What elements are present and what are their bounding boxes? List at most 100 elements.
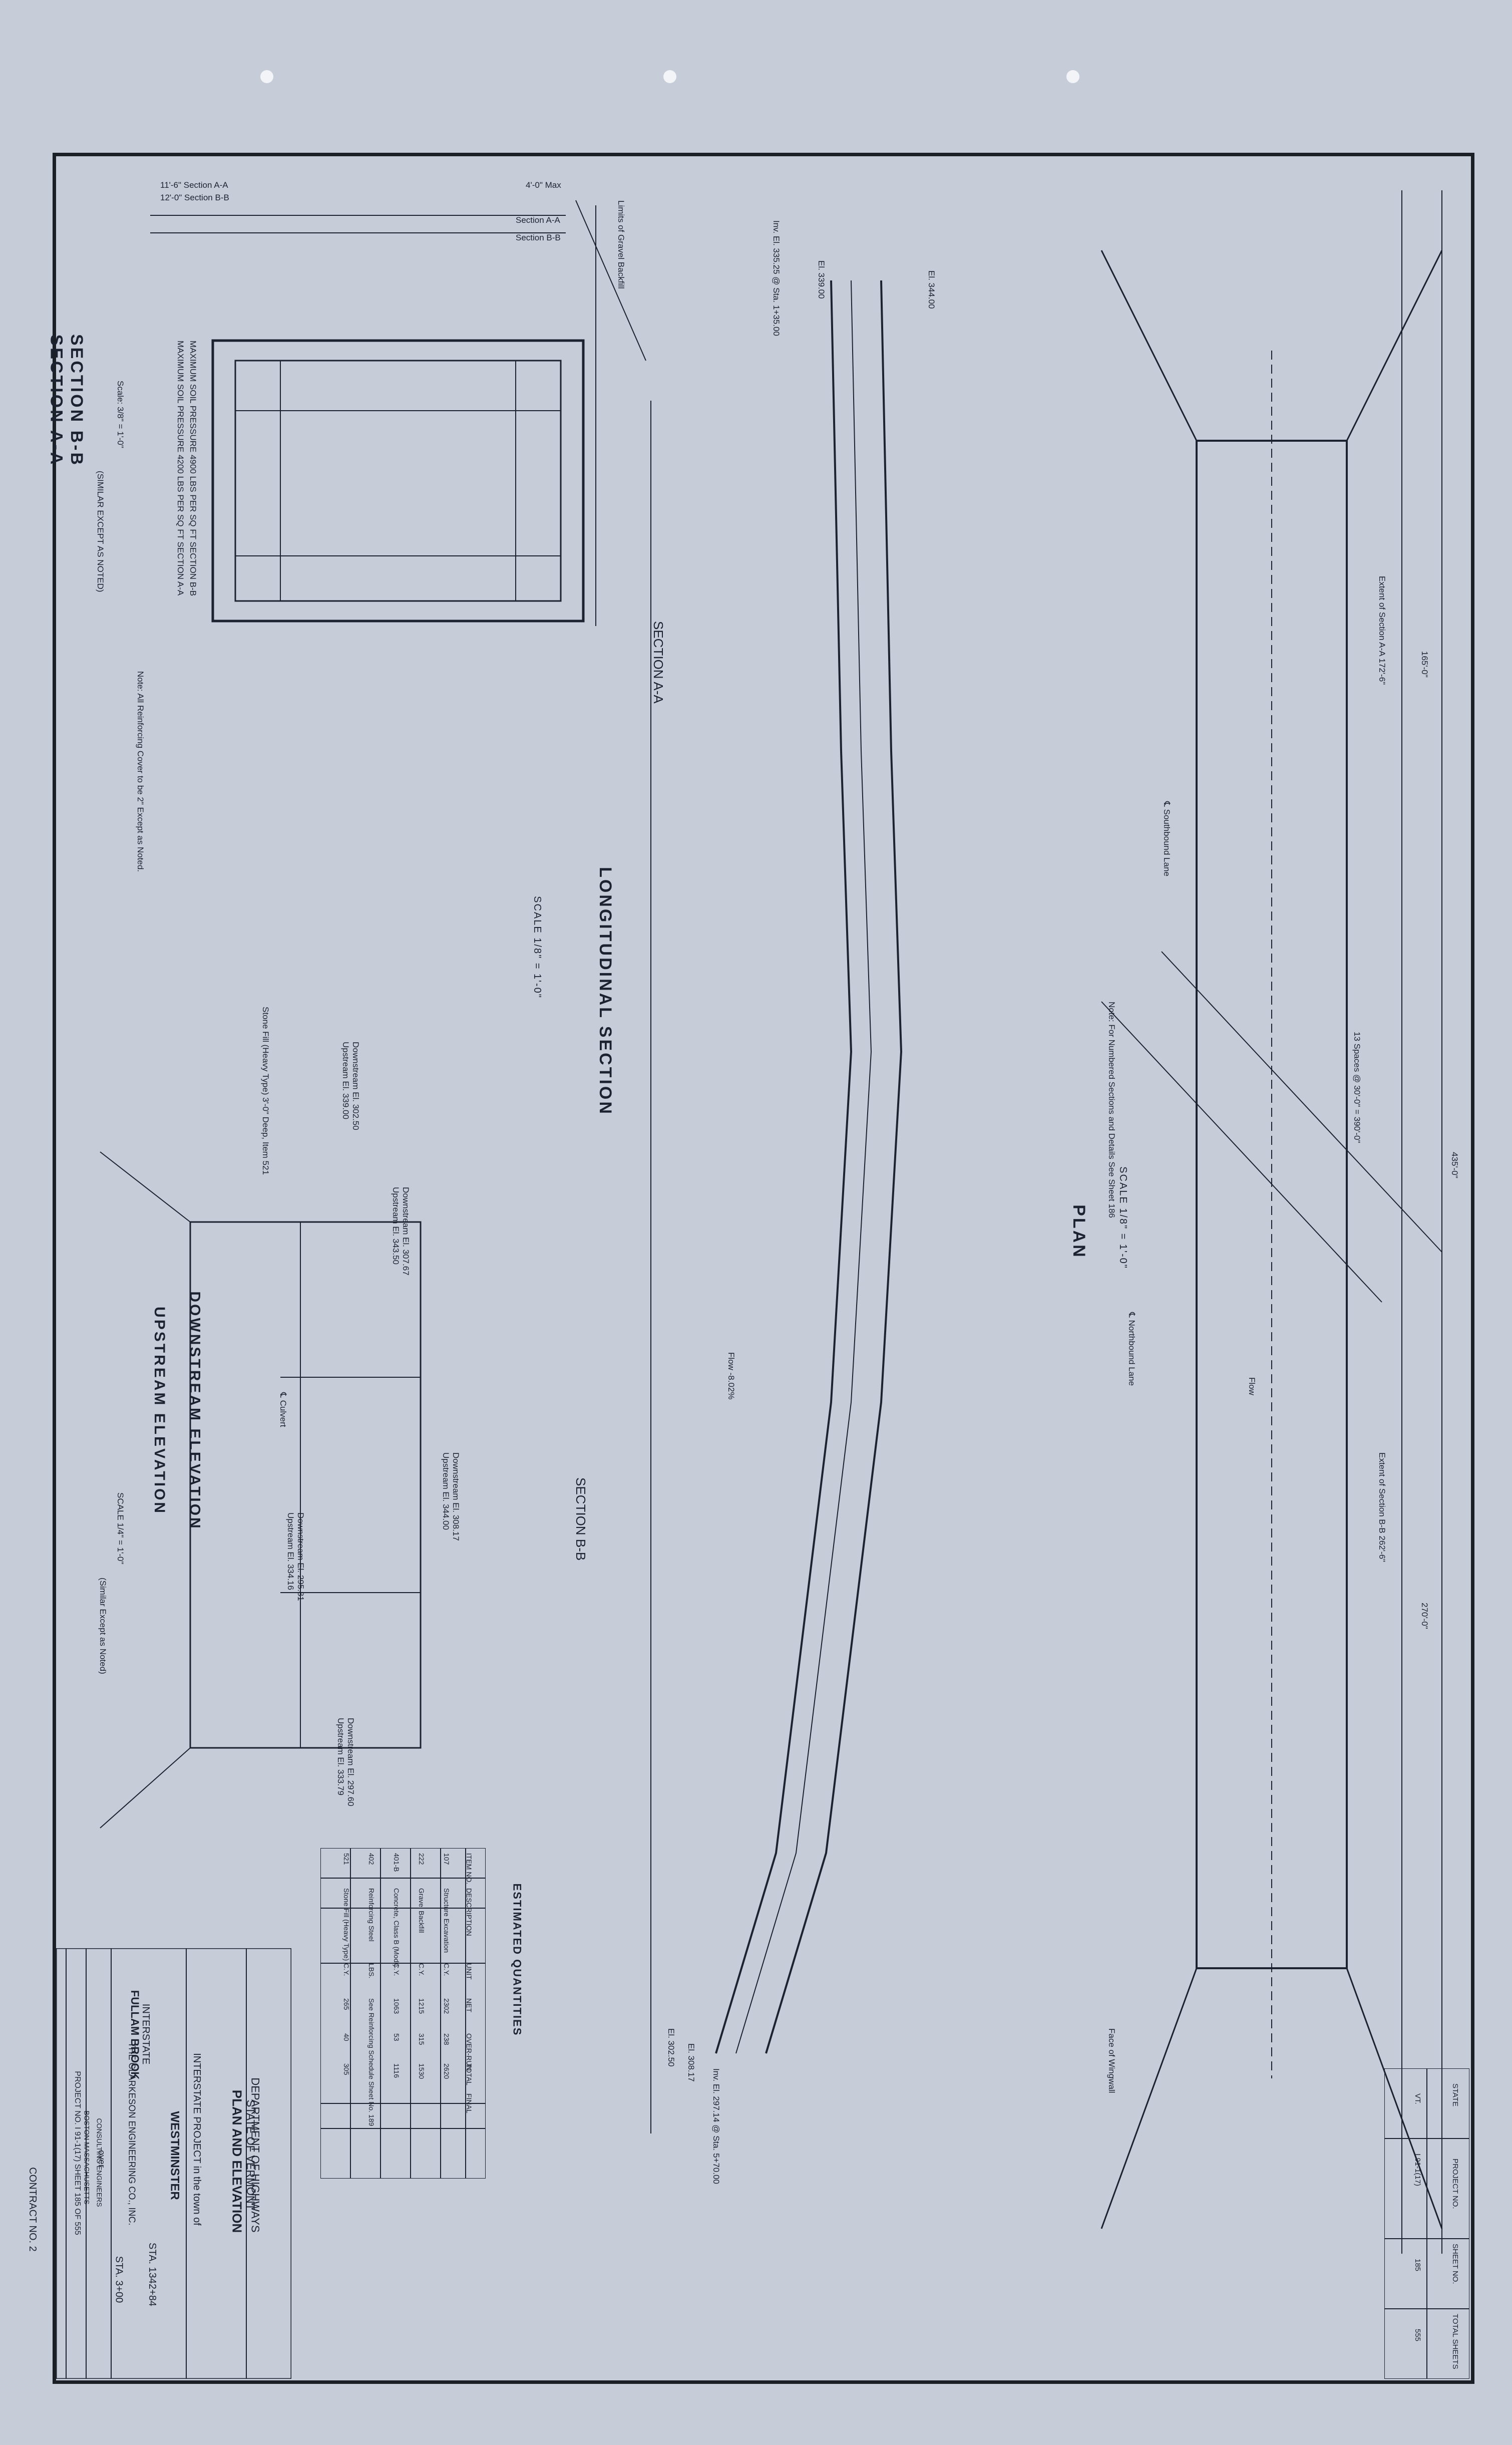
section-aa-label: SECTION A-A (651, 621, 666, 704)
title-sheet: PROJECT NO. I 91-1(17) SHEET 185 OF 555 (73, 2071, 82, 2235)
spaces-dim: 13 Spaces @ 30'-0" = 390'-0" (1352, 1032, 1362, 1143)
el-344: El. 344.00 (927, 270, 936, 309)
rev-sheet-v: 185 (1413, 2259, 1422, 2272)
quantities-cell: 53 (393, 2033, 401, 2041)
el-308: El. 308.17 (686, 2043, 696, 2082)
rev-state-h: STATE (1451, 2083, 1459, 2107)
quantities-cell: 265 (342, 1998, 350, 2010)
southbound-lane: ℄ Southbound Lane (1162, 801, 1172, 876)
quantities-cell: 1530 (418, 2063, 426, 2079)
section-similar-note: (SIMILAR EXCEPT AS NOTED) (96, 471, 105, 592)
rev-project-v: I 91-1(17) (1413, 2154, 1422, 2187)
title-station2: STA. 3+00 (113, 2256, 125, 2303)
quantities-cell: 315 (418, 2033, 426, 2045)
title-interstate: INTERSTATE (140, 2003, 152, 2065)
flow-label: Flow (1247, 1377, 1257, 1395)
quantities-cell: Concrete, Class B (Mod.) (393, 1888, 401, 1967)
punch-hole (260, 70, 273, 83)
downstream-el-2: Downstream El. 307.67 (401, 1187, 411, 1276)
quantities-cell: 2620 (443, 2063, 451, 2079)
extent-bb: Extent of Section B-B 262'-6" (1377, 1452, 1387, 1563)
quantities-title: ESTIMATED QUANTITIES (511, 1883, 524, 2036)
upstream-el-4: Upstream El. 334.16 (286, 1512, 295, 1590)
sheet-number-box (1384, 2068, 1469, 2379)
elevation-scale: SCALE 1/4" = 1'-0" (116, 1492, 125, 1565)
quantities-cell: LBS. (367, 1963, 375, 1979)
soil-pressure-a: MAXIMUM SOIL PRESSURE 4200 LBS PER SQ FT… (176, 341, 185, 596)
quantities-cell: Reinforcing Steel (367, 1888, 375, 1942)
quantities-cell: 1116 (393, 2063, 401, 2078)
dim-270: 270'-0" (1420, 1603, 1429, 1629)
flow-arrow-label: Flow -8.02% (726, 1352, 736, 1400)
quantities-cell: 1215 (418, 1998, 426, 2014)
longitudinal-scale: SCALE 1/8" = 1'-0" (531, 896, 543, 999)
gravel-note: Limits of Gravel Backfill (616, 200, 626, 289)
upstream-el-2: Upstream El. 343.50 (391, 1187, 401, 1265)
quantities-cell: 2302 (443, 1998, 451, 2014)
quantities-cell: 107 (443, 1853, 451, 1865)
upstream-elevation-title: UPSTREAM ELEVATION (151, 1307, 168, 1515)
culvert-cl: ℄ Culvert (278, 1392, 288, 1427)
quantities-cell: 402 (367, 1853, 375, 1865)
quantities-header: ITEM NO. (465, 1853, 473, 1885)
quantities-header: TOTAL (465, 2063, 473, 2085)
rev-total-h: TOTAL SHEETS (1451, 2314, 1459, 2369)
inv-downstream: Inv. El. 297.14 @ Sta. 5+70.00 (711, 2068, 721, 2185)
quantities-cell: 1063 (393, 1998, 401, 2014)
section-scale: Scale: 3/8" = 1'-0" (116, 381, 125, 448)
quantities-cell: Structure Excavation (443, 1888, 451, 1953)
quantities-cell: C.Y. (393, 1963, 401, 1976)
plan-scale: SCALE 1/8" = 1'-0" (1117, 1166, 1128, 1269)
title-boston: BOSTON MASSACHUSETTS (83, 2110, 91, 2205)
stone-fill: Stone Fill (Heavy Type) 3'-0" Deep, Item… (261, 1007, 270, 1175)
quantities-header: FINAL (465, 2093, 473, 2113)
longitudinal-title: LONGITUDINAL SECTION (595, 867, 615, 1116)
rev-project-h: PROJECT NO. (1451, 2159, 1459, 2209)
el-302: El. 302.50 (666, 2028, 676, 2067)
rev-total-v: 555 (1413, 2329, 1422, 2342)
quantities-cell: 401-B (393, 1853, 401, 1872)
upstream-el-3: Upstream El. 344.00 (441, 1452, 451, 1530)
wingwall-label: Face of Wingwall (1107, 2028, 1116, 2093)
dim-section-aa: 11'-6" Section A-A (160, 180, 228, 190)
title-station: STA. 1342+84 (146, 2243, 158, 2306)
rev-state-v: VT. (1413, 2093, 1422, 2104)
extent-aa: Extent of Section A-A 172'-6" (1377, 576, 1387, 685)
quantities-cell: Stone Fill (Heavy Type) (342, 1888, 350, 1961)
quantities-cell: C.Y. (418, 1963, 426, 1976)
punch-hole (663, 70, 676, 83)
plan-title: PLAN (1069, 1204, 1088, 1259)
quantities-header: NET (465, 1998, 473, 2012)
section-aa-title: SECTION A-A (47, 334, 66, 467)
title-plan-elevation: PLAN AND ELEVATION (229, 2089, 245, 2233)
section-b-top: Section B-B (516, 233, 561, 242)
quantities-cell: 238 (443, 2033, 451, 2045)
cover-note: Note: All Reinforcing Cover to be 2" Exc… (136, 671, 145, 872)
dim-165: 165'-0" (1420, 651, 1429, 678)
section-bb-label: SECTION B-B (573, 1477, 588, 1561)
upstream-el-5: Upstream El. 333.79 (336, 1718, 345, 1795)
elevation-similar: (Similar Except as Noted) (98, 1578, 108, 1674)
section-a-top: Section A-A (516, 215, 560, 225)
northbound-lane: ℄ Northbound Lane (1127, 1312, 1137, 1386)
soil-pressure-b: MAXIMUM SOIL PRESSURE 4900 LBS PER SQ FT… (188, 341, 198, 596)
upstream-el-1: Upstream El. 339.00 (341, 1042, 350, 1119)
drawing-border (53, 153, 1474, 2384)
quantities-cell: See Reinforcing Schedule Sheet No. 189 (367, 1998, 375, 2126)
title-block (56, 1948, 291, 2379)
downstream-el-3: Downstream El. 308.17 (451, 1452, 461, 1541)
quantities-cell: C.Y. (342, 1963, 350, 1976)
quantities-header: UNIT (465, 1963, 473, 1980)
section-bb-title: SECTION B-B (67, 334, 86, 467)
punch-hole (1066, 70, 1079, 83)
downstream-elevation-title: DOWNSTREAM ELEVATION (186, 1291, 203, 1531)
quantities-header: DESCRIPTION (465, 1888, 473, 1936)
contract-no: CONTRACT NO. 2 (27, 2167, 38, 2252)
title-department: DEPARTMENT OF HIGHWAYS (249, 2077, 262, 2233)
el-339: El. 339.00 (817, 260, 826, 299)
quantities-cell: 521 (342, 1853, 350, 1865)
dim-max: 4'-0" Max (526, 180, 561, 190)
plan-note: Note: For Numbered Sections and Details … (1107, 1002, 1116, 1218)
inv-upstream: Inv. El. 335.25 @ Sta. 1+35.00 (772, 220, 781, 337)
